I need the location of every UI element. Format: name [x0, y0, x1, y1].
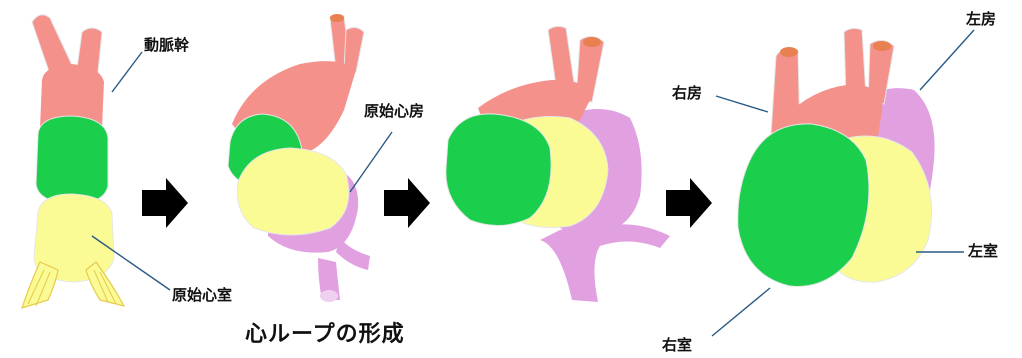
label-left-ventricle: 左室	[968, 244, 998, 259]
leader-trunk	[112, 52, 142, 92]
stage-4-mature-heart	[738, 28, 935, 286]
stage-1-heart-tube	[22, 15, 124, 308]
stage2-atrium-outflow-end	[320, 290, 338, 302]
stage1-primitive-ventricle	[36, 116, 108, 204]
stage2-bulb	[237, 148, 348, 235]
stage1-venous-left	[22, 262, 58, 308]
label-left-atrium: 左房	[966, 12, 996, 27]
label-primitive-atrium: 原始心房	[364, 104, 424, 119]
leader-primitive-atrium	[350, 132, 392, 192]
label-primitive-ventricle: 原始心室	[172, 288, 232, 303]
label-right-ventricle: 右室	[662, 338, 692, 353]
diagram-caption: 心ループの形成	[245, 316, 405, 348]
stage-2-early-looping	[228, 14, 370, 302]
stage-3-mid-looping	[446, 26, 670, 302]
stage3-atrium-lower	[540, 224, 670, 302]
arrow-1	[142, 178, 188, 228]
leader-right-ventricle	[712, 288, 770, 336]
stage2-trunk-vessel-end	[330, 14, 344, 22]
stage4-right-vessel-end	[780, 47, 798, 57]
label-right-atrium: 右房	[672, 86, 702, 101]
leader-left-atrium	[920, 30, 974, 90]
label-trunk: 動脈幹	[144, 38, 189, 53]
stage3-primitive-ventricle	[446, 114, 551, 226]
arrow-2	[384, 178, 430, 228]
stage3-trunk-vessel-end	[583, 37, 601, 47]
arrow-3	[666, 178, 712, 228]
stage4-trunk-vessel-end	[873, 41, 891, 51]
leader-right-atrium	[716, 96, 768, 112]
